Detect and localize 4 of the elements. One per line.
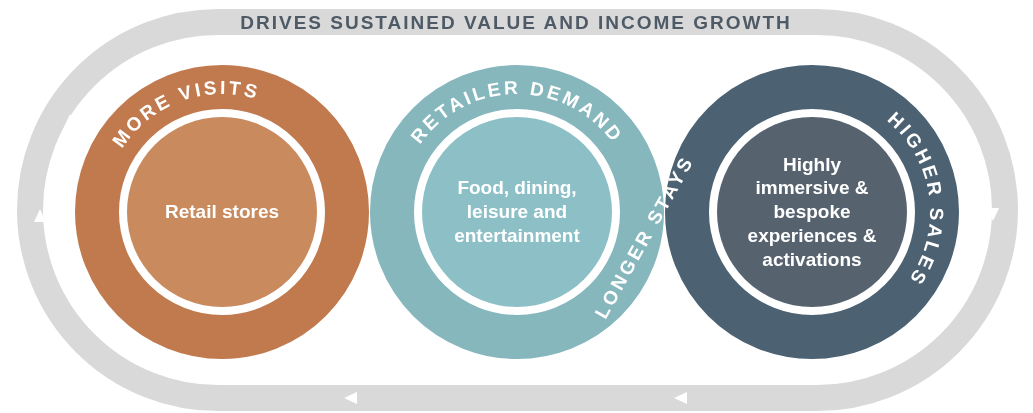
node-label: Retail stores xyxy=(164,200,279,224)
title: DRIVES SUSTAINED VALUE AND INCOME GROWTH xyxy=(240,12,792,33)
node-label: Highly immersive & bespoke experiences & activations xyxy=(746,152,878,272)
node-label: Food, dining, leisure and entertainment xyxy=(453,176,581,248)
